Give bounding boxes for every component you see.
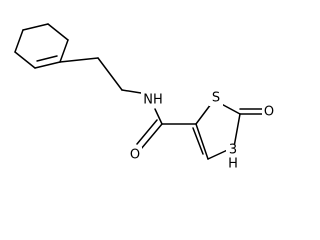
bond-carbonyl-to-o [140, 123, 163, 150]
molecule-structure-diagram: NH O S O 3 H [14, 23, 276, 172]
s-ring-text: S [212, 91, 220, 106]
bond-ring-1 [47, 23, 69, 41]
bond-ring-4 [14, 51, 36, 69]
o-ketone-text: O [264, 105, 274, 120]
cyclohexene-ring [14, 23, 69, 69]
atom-label-o-carbonyl: O [128, 147, 142, 163]
bond-c4-to-c5 [195, 123, 209, 160]
bond-ch2-to-nh [121, 89, 142, 94]
nh-amide-text: NH [143, 93, 163, 108]
atom-label-nh-amide: NH [141, 92, 165, 108]
bond-ring-to-ch2 [59, 57, 99, 63]
bond-ch2-to-ch2 [97, 57, 123, 91]
bond-carbonyl-to-o-double [136, 119, 158, 145]
bond-ring-2 [59, 39, 69, 63]
atom-label-o-ketone: O [262, 104, 276, 120]
bond-nh-to-carbonyl [154, 108, 163, 125]
atom-label-nh-ring: 3 H [226, 143, 240, 172]
bond-ring-double-inner [36, 55, 58, 62]
bond-ring-3 [34, 61, 61, 69]
bond-ring-5 [14, 29, 24, 53]
bond-c2-to-n3 [233, 113, 241, 148]
o-carbonyl-text: O [130, 148, 140, 163]
nh-ring-superscript-text: 3 [229, 143, 237, 158]
nh-ring-h-text: H [228, 157, 238, 172]
bond-ring-6 [22, 23, 49, 31]
bond-c4-to-c5-double [192, 127, 204, 155]
atom-label-s-ring: S [209, 90, 223, 106]
